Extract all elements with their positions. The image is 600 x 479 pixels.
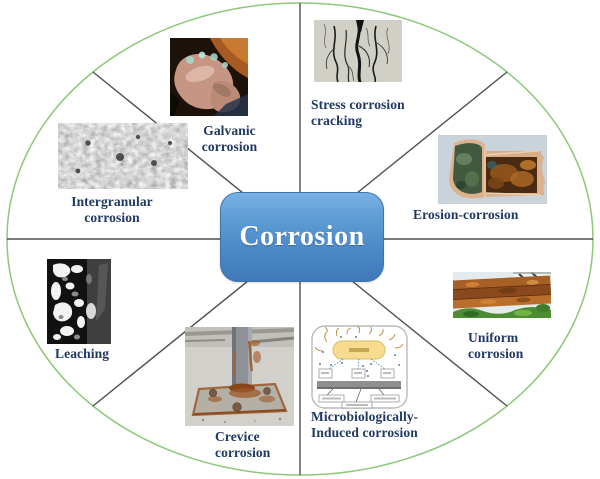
intergranular-corrosion-label: Intergranular corrosion bbox=[47, 194, 177, 225]
crevice-corrosion-image bbox=[184, 327, 295, 426]
uniform-corrosion-image bbox=[450, 271, 552, 318]
galvanic-corrosion-label: Galvanic corrosion bbox=[172, 123, 287, 154]
label-line: cracking bbox=[311, 112, 363, 128]
label-line: Induced corrosion bbox=[311, 424, 418, 440]
microbiologically-induced-corrosion-image bbox=[311, 325, 408, 409]
label-line: Galvanic bbox=[203, 123, 256, 138]
center-label: Corrosion bbox=[239, 221, 365, 252]
label-line: Stress corrosion bbox=[311, 97, 405, 112]
galvanic-corrosion-image bbox=[170, 38, 248, 116]
label-line: Leaching bbox=[55, 346, 110, 361]
leaching-image bbox=[47, 259, 111, 344]
erosion-corrosion-image bbox=[438, 135, 547, 204]
uniform-corrosion-label: Uniform corrosion bbox=[468, 330, 523, 361]
corrosion-center-node: Corrosion bbox=[220, 192, 384, 282]
label-line: Microbiologically- bbox=[311, 409, 419, 424]
label-line: corrosion bbox=[84, 209, 140, 225]
intergranular-corrosion-image bbox=[58, 123, 188, 189]
label-line: Erosion-corrosion bbox=[413, 207, 519, 222]
crevice-corrosion-label: Crevice corrosion bbox=[215, 429, 270, 460]
stress-corrosion-cracking-image bbox=[314, 20, 402, 84]
label-line: corrosion bbox=[201, 138, 258, 154]
label-line: corrosion bbox=[215, 444, 271, 460]
stress-corrosion-cracking-label: Stress corrosion cracking bbox=[311, 97, 405, 128]
label-line: Crevice bbox=[215, 429, 260, 444]
label-line: corrosion bbox=[468, 345, 524, 361]
erosion-corrosion-label: Erosion-corrosion bbox=[413, 207, 518, 223]
leaching-label: Leaching bbox=[55, 346, 109, 362]
label-line: Uniform bbox=[468, 330, 519, 345]
microbiologically-induced-corrosion-label: Microbiologically- Induced corrosion bbox=[311, 409, 418, 440]
label-line: Intergranular bbox=[71, 194, 153, 209]
